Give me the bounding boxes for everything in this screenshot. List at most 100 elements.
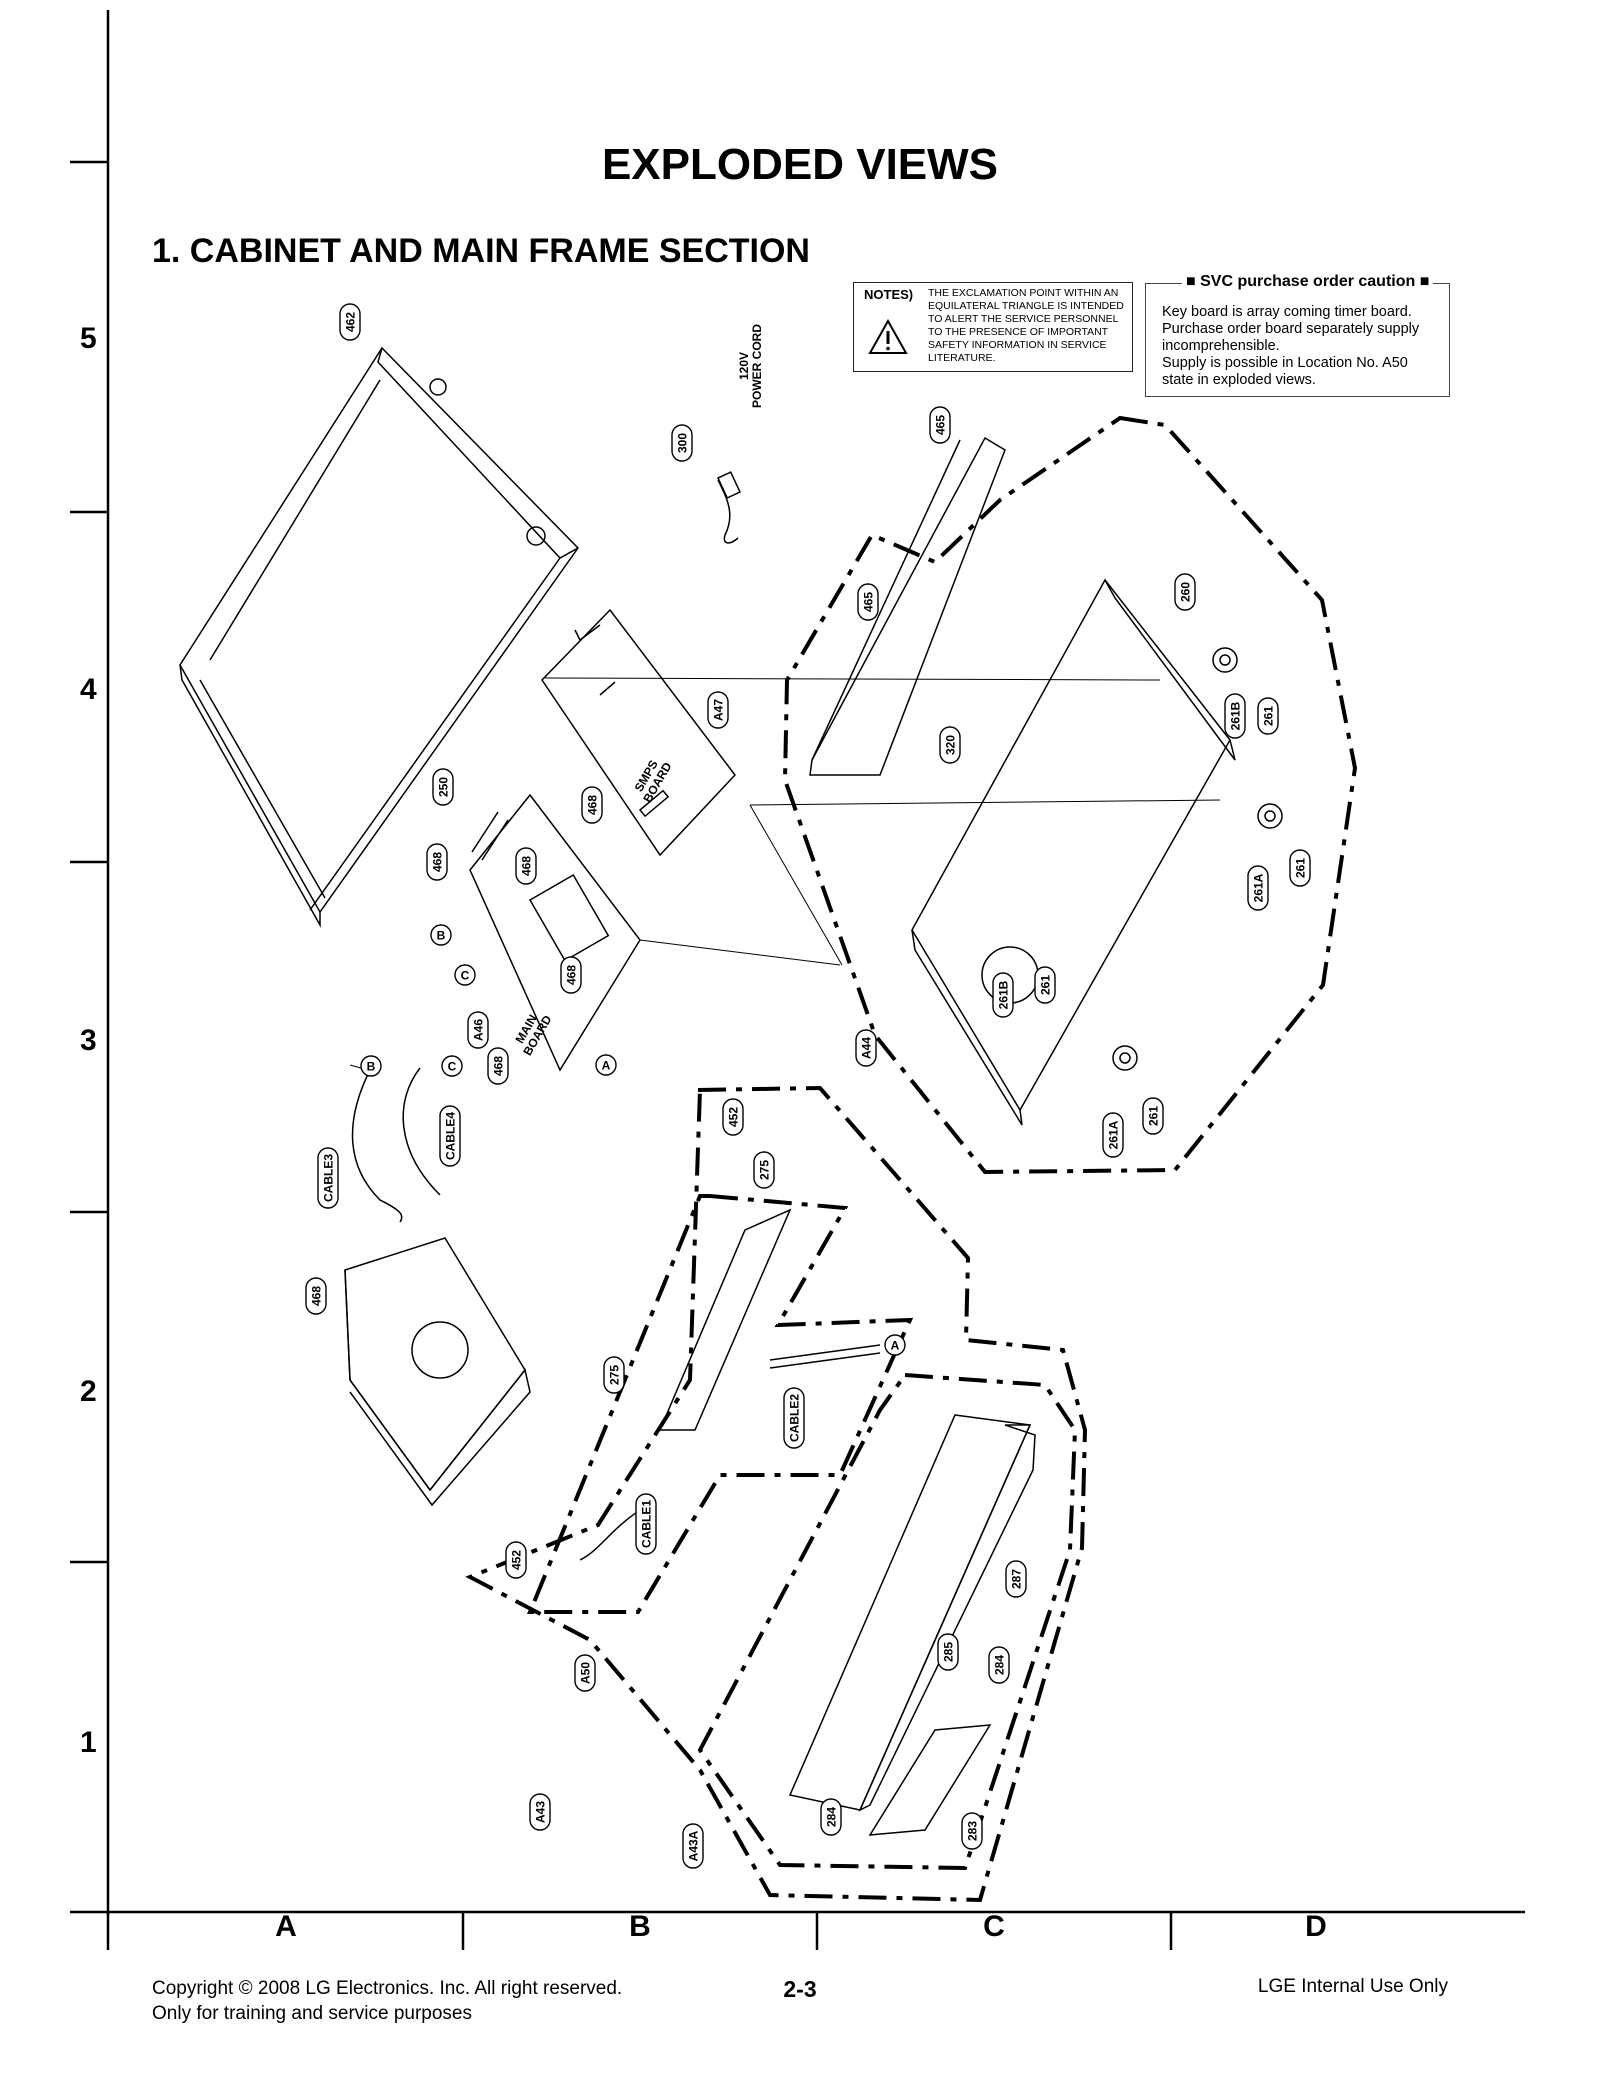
front-panel-parts [658, 1208, 1036, 1836]
callout-bubble-outline [1034, 966, 1056, 1004]
callout-bubble-outline [961, 1812, 983, 1850]
notes-heading: NOTES) [864, 287, 914, 302]
callout-bubble-outline [753, 1151, 775, 1189]
svc-caution-line: Key board is array coming timer board. [1162, 304, 1412, 320]
footer-copyright-block: Copyright © 2008 LG Electronics. Inc. Al… [152, 1976, 622, 2026]
page-title: EXPLODED VIEWS [601, 140, 999, 189]
callout-label: A50 [579, 1662, 593, 1684]
callout-bubble-outline [574, 1654, 596, 1692]
callout-label: B [437, 929, 446, 943]
callout-bubble-outline [467, 1011, 489, 1049]
callout-bubble-outline [505, 1541, 527, 1579]
callout-bubble-outline [1005, 1560, 1027, 1598]
callout-bubble-outline [1142, 1097, 1164, 1135]
svc-caution-heading: ■ SVC purchase order caution ■ [1182, 273, 1434, 291]
alignment-lines [349, 677, 1221, 1071]
callout-label: A [891, 1339, 900, 1353]
callout-bubble: 250 [432, 768, 454, 806]
callout-label: 261B [997, 980, 1011, 1009]
callout-label: 452 [510, 1550, 524, 1570]
callout-bubble: 275 [753, 1151, 775, 1189]
callout-bubble-outline [454, 964, 476, 986]
callout-label: 285 [942, 1642, 956, 1662]
smps-board-part [541, 608, 736, 857]
callout-bubble: 261B [1224, 693, 1246, 739]
callout-bubble-outline [1257, 697, 1279, 735]
callout-label: 261 [1294, 858, 1308, 878]
callout-bubble: 468 [426, 843, 448, 881]
grid-col-a: A [275, 1910, 297, 1943]
callout-bubble: 468 [581, 786, 603, 824]
callout-bubble: A [595, 1054, 617, 1076]
warning-triangle-icon [868, 319, 908, 354]
callout-bubble: C [441, 1055, 463, 1077]
callout-bubble-outline [783, 1387, 805, 1449]
callout-label: C [461, 969, 470, 983]
callout-bubble: 284 [820, 1798, 842, 1836]
cable-parts [351, 1067, 881, 1561]
callout-bubble-outline [1102, 1112, 1124, 1158]
callout-bubble: C [454, 964, 476, 986]
callout-bubble-outline [305, 1277, 327, 1315]
callout-bubble-outline [1247, 865, 1269, 911]
callout-bubble: 261A [1247, 865, 1269, 911]
callout-label: CABLE3 [322, 1154, 336, 1202]
callout-label: A46 [472, 1019, 486, 1041]
svc-caution-line: Supply is possible in Location No. A50 [1162, 355, 1408, 371]
callout-bubble: A50 [574, 1654, 596, 1692]
callout-bubble: B [360, 1055, 382, 1077]
callout-bubble: CABLE3 [317, 1147, 339, 1209]
callout-bubble: 468 [515, 847, 537, 885]
callout-bubble: 260 [1174, 573, 1196, 611]
power-cord-part [717, 471, 741, 544]
grid-col-c: C [983, 1910, 1005, 1943]
callout-label: 287 [1010, 1569, 1024, 1589]
callout-bubble-outline [707, 691, 729, 729]
callout-bubble: 284 [988, 1646, 1010, 1684]
callout-label: 468 [565, 965, 579, 985]
callout-bubble-outline [722, 1098, 744, 1136]
callout-label: 261B [1229, 701, 1243, 730]
callout-label: 468 [310, 1286, 324, 1306]
callout-bubble: 285 [937, 1633, 959, 1671]
callout-bubble-outline [529, 1793, 551, 1831]
callout-bubble-outline [432, 768, 454, 806]
callout-bubble-outline [682, 1823, 704, 1869]
callout-bubble-outline [1289, 849, 1311, 887]
callout-bubble-outline [929, 406, 951, 444]
callout-bubble-outline [857, 583, 879, 621]
callout-bubble-outline [1224, 693, 1246, 739]
callout-bubble-outline [439, 1105, 461, 1167]
callout-bubble: CABLE2 [783, 1387, 805, 1449]
svc-caution-line: state in exploded views. [1162, 372, 1316, 388]
callout-bubble: 261 [1289, 849, 1311, 887]
assembly-outlines [465, 415, 1358, 1903]
callout-bubble-outline [339, 303, 361, 341]
callout-bubble: 320 [939, 726, 961, 764]
callout-bubble-outline [671, 424, 693, 462]
callout-bubble-outline [939, 726, 961, 764]
callout-bubble-outline [992, 972, 1014, 1018]
callout-label: 320 [944, 735, 958, 755]
callout-label: B [367, 1060, 376, 1074]
grid-row-4: 4 [80, 673, 97, 706]
svc-caution-text: Key board is array coming timer board. P… [1162, 304, 1447, 389]
callout-bubble: 468 [305, 1277, 327, 1315]
callout-bubble: 261 [1142, 1097, 1164, 1135]
grid-row-3: 3 [80, 1024, 97, 1057]
grid-row-5: 5 [80, 322, 97, 355]
callout-bubble-outline [595, 1054, 617, 1076]
callout-bubble-outline [560, 956, 582, 994]
callout-bubble-outline [1174, 573, 1196, 611]
callout-bubble: 300 [671, 424, 693, 462]
callout-bubble: CABLE1 [635, 1493, 657, 1555]
callout-bubble: 283 [961, 1812, 983, 1850]
callout-label: 284 [993, 1655, 1007, 1675]
footer-copyright: Copyright © 2008 LG Electronics. Inc. Al… [152, 1978, 623, 1999]
callout-label: 261 [1262, 706, 1276, 726]
callout-label: 261 [1147, 1106, 1161, 1126]
callout-bubble-outline [581, 786, 603, 824]
notes-text: THE EXCLAMATION POINT WITHIN AN EQUILATE… [928, 287, 1124, 364]
grid-col-b: B [629, 1910, 651, 1943]
